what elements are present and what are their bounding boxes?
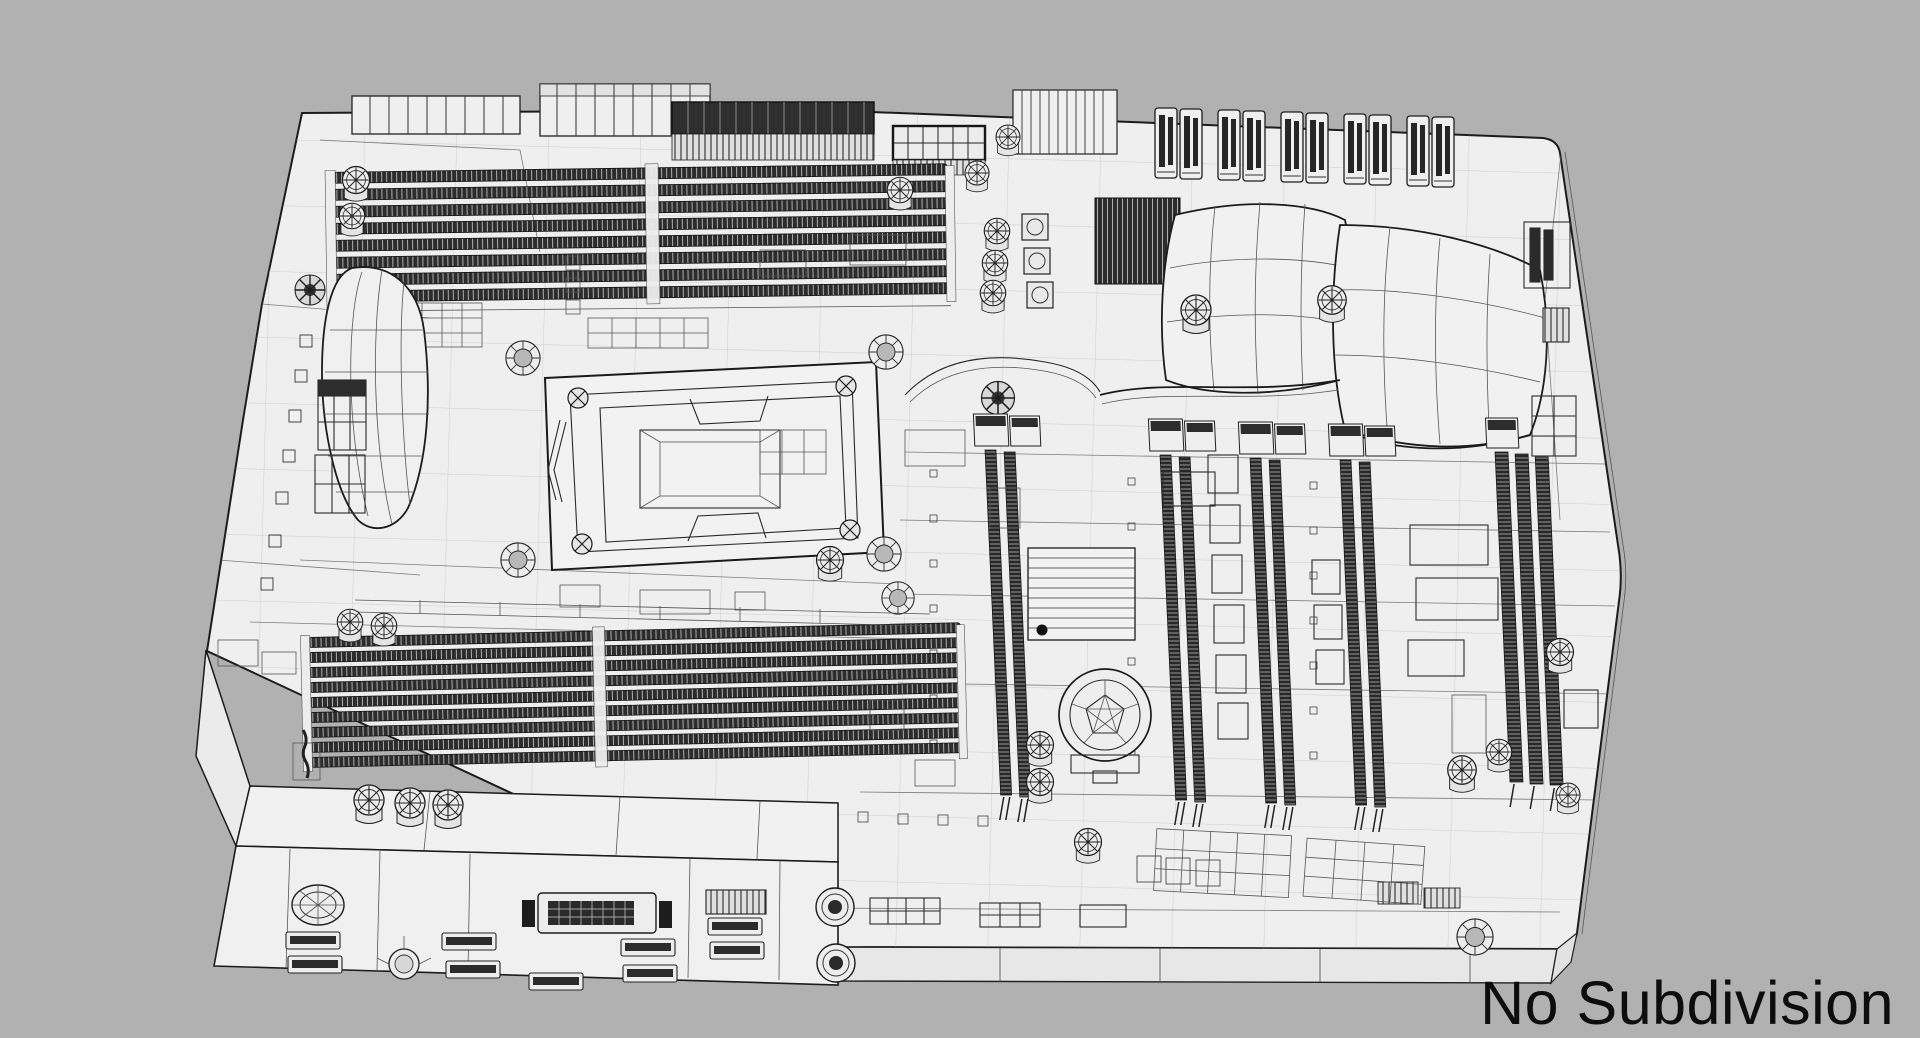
left-edge-pads <box>260 334 313 591</box>
ethernet-port <box>705 889 767 960</box>
right-edge-components <box>1447 221 1599 956</box>
fan-spoke-cap <box>294 274 326 306</box>
io-cover-detail <box>301 729 310 779</box>
vrm-shroud <box>314 266 429 529</box>
bottom-edge-headers <box>857 811 1461 928</box>
center-right-components <box>815 454 1499 864</box>
rear-io-cover <box>195 639 856 991</box>
bios-chip <box>1027 547 1136 641</box>
ladder-headers <box>1207 454 1345 740</box>
choke <box>1021 213 1049 241</box>
small-chips <box>559 234 1487 787</box>
round-port <box>376 936 432 980</box>
cpu-socket <box>401 255 904 578</box>
top-edge-connectors <box>351 83 1455 188</box>
pad-grid <box>1153 828 1293 899</box>
fan-header-comb <box>351 95 521 135</box>
pin1-dot <box>1036 624 1048 636</box>
render-caption: No Subdivision <box>1480 969 1894 1037</box>
dvi-port <box>522 892 672 934</box>
chipset-heatsink <box>1099 201 1548 450</box>
dimm-latch-rail <box>354 599 931 627</box>
dvi-screw-post <box>522 900 535 927</box>
capacitor <box>341 165 371 202</box>
socket-lever <box>547 419 567 503</box>
dvi-screw-post <box>659 901 672 928</box>
dimm-bank-top <box>324 163 957 312</box>
dimm-bank-right <box>1484 417 1564 812</box>
cmos-battery <box>1058 668 1152 784</box>
audio-jacks <box>815 887 856 983</box>
vrm-fin-comb <box>1012 89 1118 155</box>
dimm-bank-bottom <box>300 622 968 772</box>
heatpipe <box>904 357 1101 396</box>
atx-24pin-connector <box>671 101 875 161</box>
socket-screws <box>567 375 861 555</box>
ps2-port <box>291 884 345 926</box>
pcie-slots <box>929 413 1564 833</box>
